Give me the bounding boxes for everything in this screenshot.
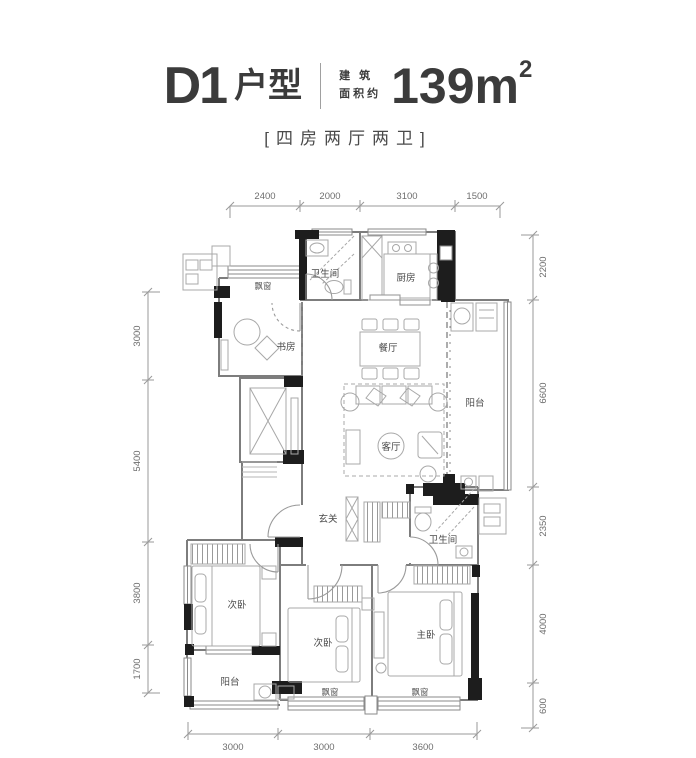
room-label-bedroom-3: 次卧 <box>313 637 333 649</box>
bathroom1-fixtures <box>305 235 355 295</box>
furniture <box>182 235 507 701</box>
dining-furniture <box>359 318 421 380</box>
dim-top-1: 2400 <box>254 191 275 202</box>
dim-bottom-3: 3600 <box>412 742 433 753</box>
title-divider <box>320 63 322 109</box>
dim-right-2: 6600 <box>538 382 549 403</box>
header: D1 户型 建 筑 面积约 139m 2 [四房两厅两卫] <box>0 0 696 149</box>
window-top-kitchen <box>367 228 427 236</box>
room-label-bay-south-1: 飘窗 <box>321 687 338 697</box>
stair-lines <box>242 461 277 478</box>
area-superscript: 2 <box>519 56 533 83</box>
room-label-bay-south-2: 飘窗 <box>411 687 428 697</box>
master-furniture <box>373 565 471 677</box>
dimension-chain-top <box>225 200 505 218</box>
door-bedroom3 <box>307 564 343 600</box>
room-label-living: 客厅 <box>381 441 401 453</box>
room-label-master: 主卧 <box>416 629 436 641</box>
plan-code: D1 <box>163 57 229 115</box>
doors <box>249 273 439 600</box>
dimension-labels-right: 2200 6600 2350 4000 600 <box>538 256 549 714</box>
dim-bottom-1: 3000 <box>222 742 243 753</box>
room-label-kitchen: 厨房 <box>396 272 415 284</box>
kitchen-fixtures <box>361 235 439 301</box>
dim-left-4: 1700 <box>132 658 143 679</box>
window-balcony-east-rail <box>503 301 512 491</box>
window-balcony-bottom <box>189 700 279 710</box>
dim-left-2: 5400 <box>132 450 143 471</box>
dimension-labels-bottom: 3000 3000 3600 <box>222 742 433 753</box>
dim-top-4: 1500 <box>466 191 487 202</box>
door-master <box>377 564 407 594</box>
window-balcony-left <box>183 657 192 697</box>
room-label-study: 书房 <box>276 341 295 353</box>
bay-window-study-symbol <box>227 265 301 279</box>
door-bedroom2 <box>249 543 279 573</box>
dimension-chain-bottom <box>183 722 482 740</box>
layout-subtitle: [四房两厅两卫] <box>264 129 432 148</box>
dim-left-1: 3000 <box>132 325 143 346</box>
plan-type-label: 户型 <box>234 67 303 105</box>
dim-right-3: 2350 <box>538 515 549 536</box>
foyer-cabinets <box>345 496 411 543</box>
dimension-labels-left: 3000 5400 3800 1700 <box>132 325 143 679</box>
dim-top-2: 2000 <box>319 191 340 202</box>
room-label-bathroom-2: 卫生间 <box>429 534 458 546</box>
balcony-south-fixtures <box>253 683 295 701</box>
bay-window-south2-symbol <box>377 696 461 711</box>
windows <box>183 228 512 715</box>
dim-right-4: 4000 <box>538 613 549 634</box>
bay-window-south1-symbol <box>287 696 365 711</box>
ac-niche-east <box>478 497 507 535</box>
bay-pillar <box>364 695 378 715</box>
study-furniture <box>220 318 280 371</box>
dim-right-5: 600 <box>538 698 549 714</box>
dim-right-1: 2200 <box>538 256 549 277</box>
room-label-bathroom-1: 卫生间 <box>311 268 340 280</box>
dimension-chain-right <box>521 230 539 733</box>
bathroom2-fixtures <box>414 488 475 559</box>
room-label-foyer: 玄关 <box>318 513 338 525</box>
bedroom2-furniture <box>190 543 277 647</box>
area-prefix-line2: 面积约 <box>339 88 382 100</box>
dim-top-3: 3100 <box>396 191 417 202</box>
area-value: 139m <box>391 58 519 114</box>
elevator-shaft <box>249 387 299 455</box>
area-prefix-line1: 建 筑 <box>339 70 374 83</box>
balcony-east-fixtures <box>450 302 498 492</box>
door-bathroom2 <box>409 536 439 566</box>
title-row: D1 户型 建 筑 面积约 139m 2 <box>0 56 696 115</box>
window-bedroom2-balcony <box>205 645 253 655</box>
door-bathroom1 <box>305 273 333 301</box>
room-label-bedroom-2: 次卧 <box>227 599 247 611</box>
dimension-labels-top: 2400 2000 3100 1500 <box>254 191 487 202</box>
area-prefix: 建 筑 面积约 <box>339 68 381 103</box>
room-labels: 卫生间 厨房 飘窗 书房 餐厅 阳台 客厅 玄关 卫生间 次卧 次卧 主卧 阳台… <box>220 268 484 697</box>
room-label-balcony-south: 阳台 <box>220 676 239 688</box>
dimension-chain-left <box>142 287 160 698</box>
room-label-bay-window-study: 飘窗 <box>254 281 271 291</box>
dim-bottom-2: 3000 <box>313 742 334 753</box>
door-study <box>271 302 301 332</box>
room-label-dining: 餐厅 <box>378 342 398 354</box>
dim-left-3: 3800 <box>132 582 143 603</box>
window-bedroom2-left <box>183 565 192 605</box>
balcony-sliding-door <box>446 302 451 490</box>
kitchen-wall-niche <box>439 245 453 261</box>
walls-black <box>184 230 482 707</box>
bedroom3-furniture <box>287 585 375 683</box>
room-label-balcony-east: 阳台 <box>465 397 484 409</box>
ac-platform-nw <box>182 245 231 291</box>
door-kitchen-slider <box>369 294 431 306</box>
door-entry <box>267 504 301 538</box>
living-furniture <box>340 383 448 483</box>
